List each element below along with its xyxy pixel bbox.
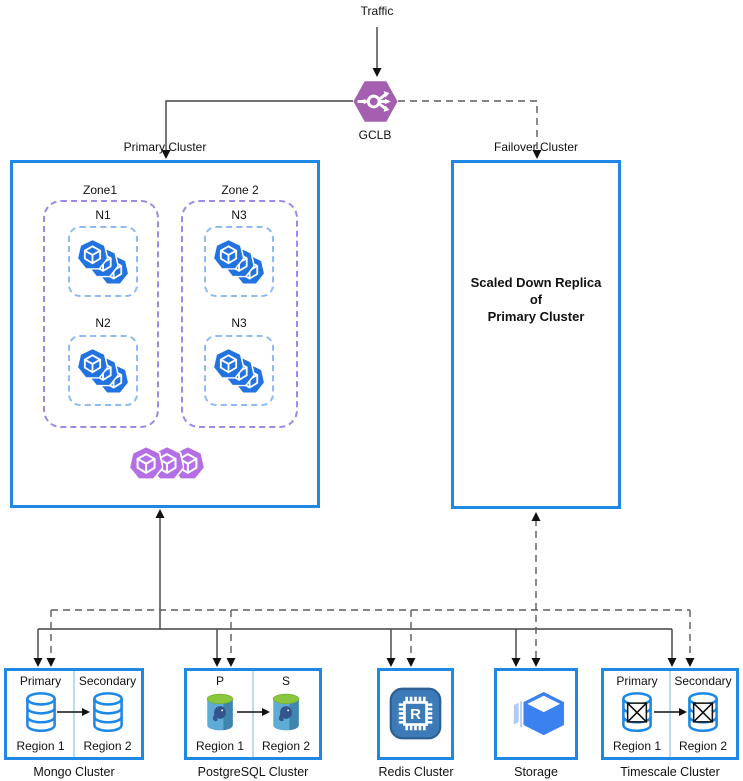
replication-arrow	[237, 708, 270, 716]
postgres-region2-label: Region 2	[261, 739, 311, 753]
replication-arrow	[654, 708, 687, 716]
timescale-region1-label: Region 1	[612, 739, 662, 753]
kubernetes-pods-icon	[77, 239, 129, 285]
timescale-cluster-box: Primary Secondary Region 1 Region 2	[601, 668, 739, 760]
failover-cluster-label: Failover Cluster	[493, 140, 579, 154]
pods-purple-icon	[129, 446, 205, 480]
timescale-primary-role-label: Primary	[616, 674, 658, 688]
node-n3a-box	[204, 226, 274, 297]
mongo-cluster-box: Primary Secondary Region 1 Region 2	[4, 668, 144, 760]
postgresql-cluster-box: P S Region 1 Region 2	[184, 668, 322, 760]
timescale-secondary-role-label: Secondary	[674, 674, 732, 688]
node-n1-box	[68, 226, 138, 297]
node-n3b-label: N3	[231, 316, 247, 330]
primary-cluster-label: Primary Cluster	[123, 140, 207, 154]
postgres-secondary-role-label: S	[281, 674, 290, 688]
kubernetes-pods-icon	[77, 348, 129, 394]
region-divider	[669, 671, 671, 757]
gclb-label: GCLB	[358, 128, 392, 142]
mongo-region1-label: Region 1	[16, 739, 65, 753]
timescale-region2-label: Region 2	[678, 739, 728, 753]
timescale-database-icon	[686, 691, 720, 734]
redis-cluster-box	[377, 668, 454, 760]
postgres-primary-role-label: P	[215, 674, 224, 688]
postgresql-elephant-icon	[203, 691, 237, 734]
mongo-database-icon	[24, 691, 58, 734]
mongo-secondary-role-label: Secondary	[78, 674, 137, 688]
node-n3a-label: N3	[231, 208, 247, 222]
kubernetes-pods-icon	[213, 239, 265, 285]
postgresql-cluster-label: PostgreSQL Cluster	[197, 765, 309, 779]
region-divider	[73, 671, 75, 757]
postgres-region1-label: Region 1	[195, 739, 245, 753]
failover-cluster-box	[451, 160, 621, 509]
zone2-box	[181, 200, 298, 428]
mongo-primary-role-label: Primary	[19, 674, 62, 688]
cloud-storage-cube-icon	[505, 688, 567, 742]
zone1-box	[43, 200, 159, 428]
postgresql-elephant-icon	[269, 691, 303, 734]
memorystore-chip-icon	[389, 687, 442, 740]
node-n3b-box	[204, 335, 274, 406]
mongo-cluster-label: Mongo Cluster	[33, 765, 115, 779]
region-divider	[252, 671, 254, 757]
traffic-label: Traffic	[360, 4, 394, 18]
timescale-cluster-label: Timescale Cluster	[620, 765, 720, 779]
node-n2-box	[68, 335, 138, 406]
redis-cluster-label: Redis Cluster	[378, 765, 454, 779]
node-n2-label: N2	[95, 316, 111, 330]
storage-label: Storage	[514, 765, 558, 779]
zone1-label: Zone1	[82, 183, 118, 197]
gclb-load-balancer-icon	[353, 78, 398, 125]
kubernetes-pods-icon	[213, 348, 265, 394]
replication-arrow	[57, 708, 90, 716]
storage-box	[494, 668, 578, 760]
zone2-label: Zone 2	[221, 183, 259, 197]
failover-cluster-description: Scaled Down Replica of Primary Cluster	[470, 275, 602, 324]
node-n1-label: N1	[95, 208, 111, 222]
timescale-database-icon	[620, 691, 654, 734]
mongo-database-icon	[91, 691, 125, 734]
mongo-region2-label: Region 2	[83, 739, 132, 753]
